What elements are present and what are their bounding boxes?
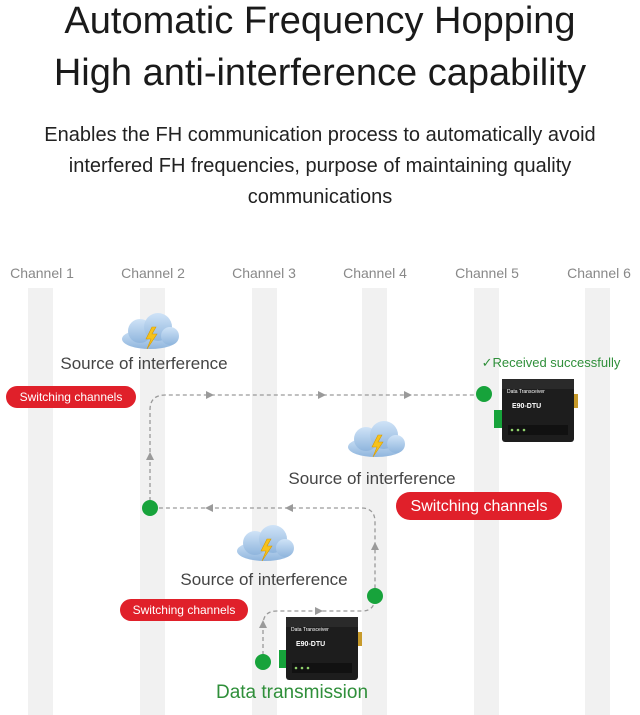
switching-label: Switching channels — [133, 603, 236, 617]
title-line-2: High anti-interference capability — [53, 52, 587, 94]
subtitle: Enables the FH communication process to … — [44, 124, 596, 208]
interference-cloud-icon — [347, 420, 406, 458]
interference-cloud-icon — [121, 312, 180, 350]
node-hop-1 — [367, 588, 383, 604]
switching-pill-1: Switching channels — [6, 386, 136, 408]
interference-label: Source of interference — [288, 469, 455, 488]
channel-label-5: Channel 5 — [455, 265, 519, 281]
interference-label: Source of interference — [180, 570, 347, 589]
node-hop-2 — [142, 500, 158, 516]
device-caption: Data Transceiver — [291, 627, 329, 633]
channel-label-4: Channel 4 — [343, 265, 407, 281]
device-receiver: Data Transceiver E90-DTU — [494, 379, 578, 442]
device-transmitter: Data Transceiver E90-DTU — [279, 617, 362, 680]
interference-cloud-icon — [236, 524, 295, 562]
interference-label: Source of interference — [60, 354, 227, 373]
channel-label-6: Channel 6 — [567, 265, 631, 281]
switching-label: Switching channels — [411, 498, 548, 515]
node-end — [476, 386, 492, 402]
received-successfully-label: ✓Received successfully — [482, 355, 621, 370]
title-line-1: Automatic Frequency Hopping — [64, 0, 576, 42]
device-logo: E90-DTU — [296, 641, 325, 648]
switching-label: Switching channels — [20, 390, 123, 404]
channel-label-1: Channel 1 — [10, 265, 74, 281]
hopping-path — [149, 394, 484, 662]
path-arrows — [146, 391, 412, 628]
channel-label-3: Channel 3 — [232, 265, 296, 281]
data-transmission-label: Data transmission — [216, 682, 368, 703]
device-caption: Data Transceiver — [507, 389, 545, 395]
device-logo: E90-DTU — [512, 403, 541, 410]
switching-pill-3: Switching channels — [120, 599, 248, 621]
channel-label-2: Channel 2 — [121, 265, 185, 281]
switching-pill-2: Switching channels — [396, 492, 562, 520]
node-start — [255, 654, 271, 670]
